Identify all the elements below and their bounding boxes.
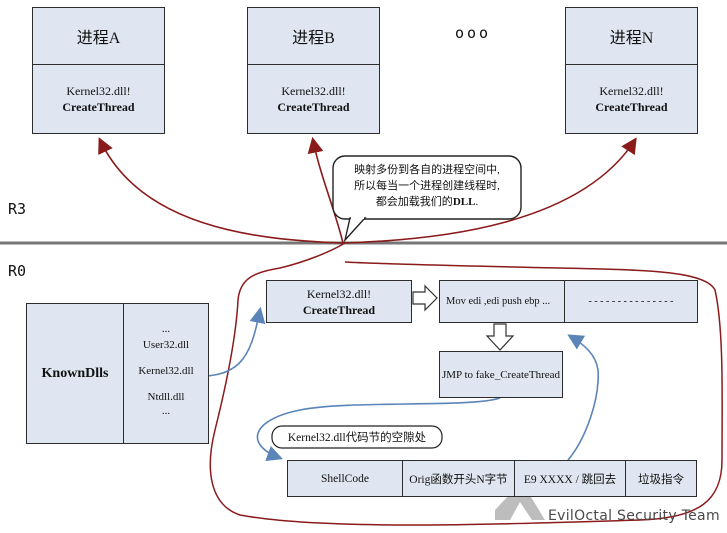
process-ellipsis: ooo: [455, 24, 492, 42]
kernel-module: Kernel32.dll!: [306, 286, 372, 301]
note-line-3-prefix: 都会加载我们的: [375, 196, 453, 208]
process-n-title: 进程N: [566, 8, 697, 65]
process-a-box: 进程A Kernel32.dll! CreateThread: [32, 7, 165, 134]
cave-label-box: [271, 425, 443, 449]
kernel-function: CreateThread: [302, 302, 376, 317]
knowndlls-entry: ...: [161, 405, 171, 417]
arrow-jmp-to-shellcode: [256, 397, 501, 462]
knowndlls-entry-kernel32: Kernel32.dll: [138, 365, 194, 377]
watermark-text: EvilOctal Security Team: [548, 508, 720, 524]
hook-region-outline: [209, 242, 723, 526]
note-text: 映射多份到各自的进程空间中, 所以每当一个进程创建线程时, 都会加载我们的DLL…: [338, 162, 516, 210]
arrow-to-process-b: [307, 136, 344, 244]
watermark-logo-icon: [495, 492, 545, 520]
hollow-arrow-down: [485, 323, 515, 351]
orig-bytes-cell: Orig函数开头N字节: [403, 461, 515, 496]
code-row-instructions: Mov edi ,edi push ebp ...: [440, 281, 565, 322]
knowndlls-entry: Ntdll.dll: [147, 391, 185, 403]
process-b-title: 进程B: [248, 8, 379, 65]
process-b-box: 进程B Kernel32.dll! CreateThread: [247, 7, 380, 134]
process-a-module: Kernel32.dll!: [66, 84, 131, 98]
ring-label-r0: R0: [8, 262, 27, 280]
ring-label-r3: R3: [8, 200, 27, 218]
process-b-module: Kernel32.dll!: [281, 84, 346, 98]
shellcode-cell: ShellCode: [288, 461, 403, 496]
knowndlls-list: ... User32.dll Kernel32.dll Ntdll.dll ..…: [124, 322, 208, 418]
jmp-box: JMP to fake_CreateThread: [439, 351, 563, 398]
knowndlls-title: KnownDlls: [27, 304, 124, 443]
jump-back-cell: E9 XXXX / 跳回去: [515, 461, 626, 496]
shellcode-row: ShellCode Orig函数开头N字节 E9 XXXX / 跳回去 垃圾指令: [287, 460, 697, 497]
cave-label: Kernel32.dll代码节的空隙处: [287, 432, 427, 444]
kernel-createthread-box: Kernel32.dll! CreateThread: [266, 280, 412, 323]
note-line-3-suffix: .: [475, 196, 479, 208]
process-n-module: Kernel32.dll!: [599, 84, 664, 98]
note-line-2: 所以每当一个进程创建线程时,: [354, 180, 500, 192]
process-n-function: CreateThread: [595, 100, 668, 114]
code-row: Mov edi ,edi push ebp ... - - - - - - - …: [439, 280, 698, 323]
knowndlls-box: KnownDlls ... User32.dll Kernel32.dll Nt…: [26, 303, 209, 444]
arrow-to-process-a: [98, 137, 344, 244]
hollow-arrow-right: [412, 284, 438, 312]
knowndlls-entry: ...: [161, 323, 171, 335]
process-n-box: 进程N Kernel32.dll! CreateThread: [565, 7, 698, 134]
code-row-dashes: - - - - - - - - - - - - - - -: [588, 296, 674, 307]
junk-cell: 垃圾指令: [638, 473, 684, 486]
process-a-function: CreateThread: [62, 100, 135, 114]
process-a-title: 进程A: [33, 8, 164, 65]
knowndlls-entry: User32.dll: [142, 339, 190, 351]
arrow-to-process-n: [342, 137, 637, 244]
note-line-1: 映射多份到各自的进程空间中,: [354, 164, 500, 176]
arrow-jump-back: [567, 334, 599, 461]
note-line-3-dll: DLL: [452, 196, 476, 208]
process-b-function: CreateThread: [277, 100, 350, 114]
note-callout: [332, 155, 522, 220]
